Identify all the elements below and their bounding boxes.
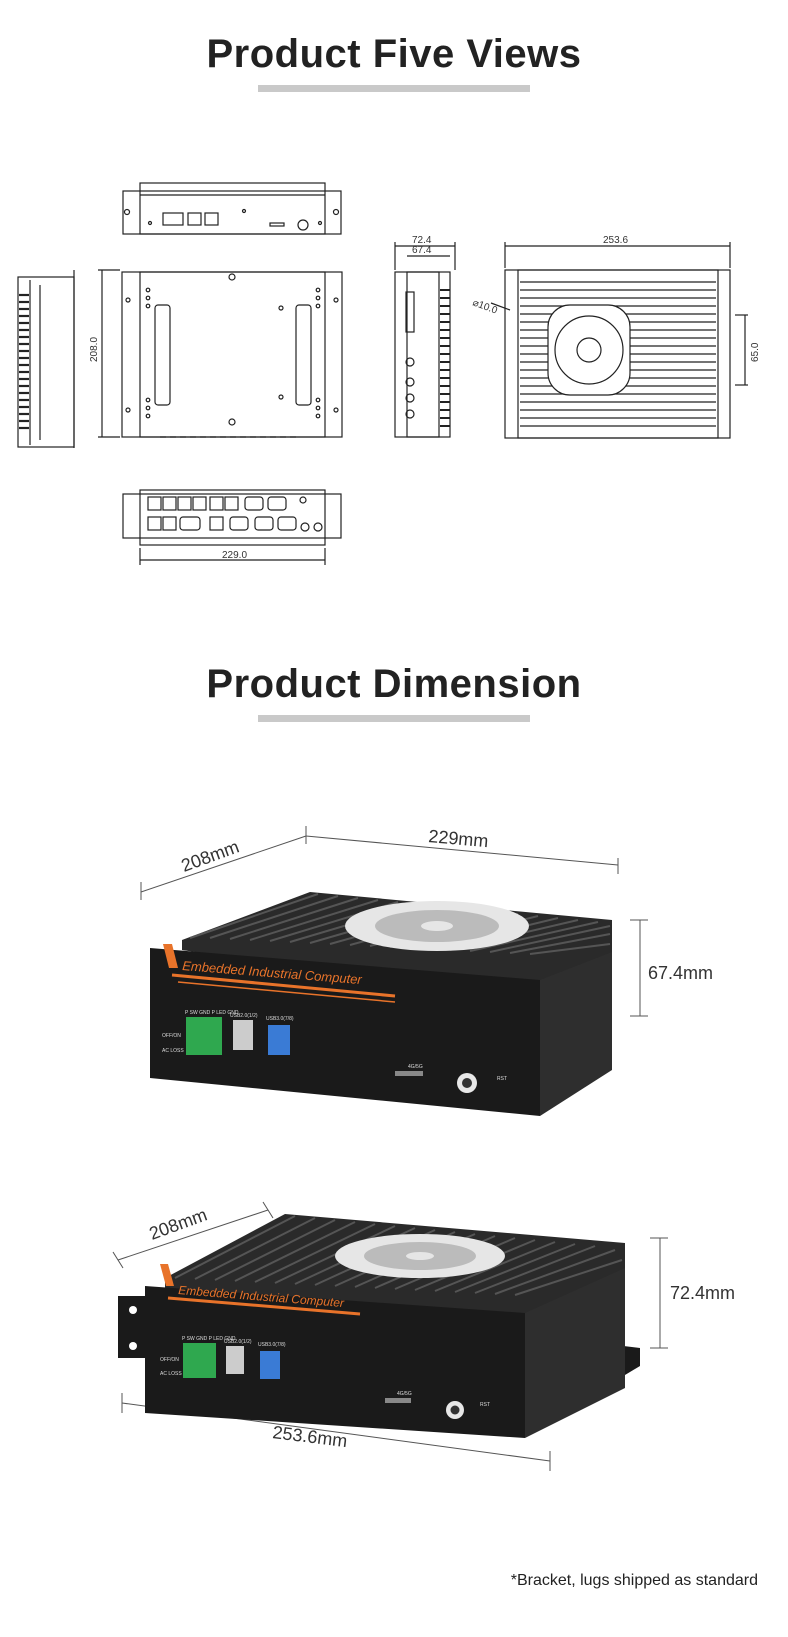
dim-hole-dia: ⌀10.0 (471, 297, 499, 316)
rear-view (490, 242, 748, 439)
photo1-width-label: 229mm (428, 826, 490, 851)
right-side-view (394, 242, 456, 438)
port-label-usb3: USB3.0(7/8) (266, 1016, 294, 1022)
port-label-rst: RST (497, 1076, 507, 1082)
product-photo-2: Embedded Industrial Computer OFF/ON AC L… (112, 1201, 735, 1471)
dim-rear-width: 253.6 (603, 235, 628, 246)
footnote: *Bracket, lugs shipped as standard (510, 1572, 758, 1589)
port-label-offon: OFF/ON (162, 1033, 181, 1039)
port-label-usb2: USB2.0(1/2) (224, 1339, 252, 1345)
title-underline (258, 715, 530, 722)
five-views-drawing: 208.0 72.4 67.4 253.6 ⌀10.0 65.0 229.0 (17, 182, 761, 565)
section-title-dimension: Product Dimension (206, 662, 582, 706)
plan-view (98, 269, 343, 438)
product-photo-1: Embedded Industrial Computer OFF/ON AC L… (140, 826, 713, 1116)
photo1-height-label: 67.4mm (648, 963, 713, 983)
port-label-pswitch: P SW GND P LED GND (185, 1010, 239, 1016)
dim-hole-spacing: 65.0 (750, 342, 761, 362)
photo2-height-label: 72.4mm (670, 1283, 735, 1303)
title-underline (258, 85, 530, 92)
port-label-usb2: USB2.0(1/2) (230, 1013, 258, 1019)
section-title-five-views: Product Five Views (206, 32, 582, 76)
port-label-offon: OFF/ON (160, 1357, 179, 1363)
port-label-pswitch: P SW GND P LED GND (182, 1336, 236, 1342)
port-label-4g5g: 4G/5G (408, 1064, 423, 1070)
port-label-acloss: AC LOSS (160, 1371, 182, 1377)
top-view (122, 182, 342, 235)
dim-height-a: 72.4 (412, 235, 432, 246)
port-label-acloss: AC LOSS (162, 1048, 184, 1054)
dim-height-b: 67.4 (412, 245, 432, 256)
io-panel-view (122, 489, 342, 565)
photo1-depth-label: 208mm (179, 836, 242, 875)
left-side-view (17, 270, 75, 448)
dim-front-width: 229.0 (222, 550, 247, 561)
photo2-width-label: 253.6mm (272, 1422, 349, 1451)
port-label-4g5g: 4G/5G (397, 1391, 412, 1397)
port-label-usb3: USB3.0(7/8) (258, 1342, 286, 1348)
photo2-depth-label: 208mm (147, 1204, 210, 1243)
port-label-rst: RST (480, 1402, 490, 1408)
dim-side-depth: 208.0 (89, 337, 100, 362)
